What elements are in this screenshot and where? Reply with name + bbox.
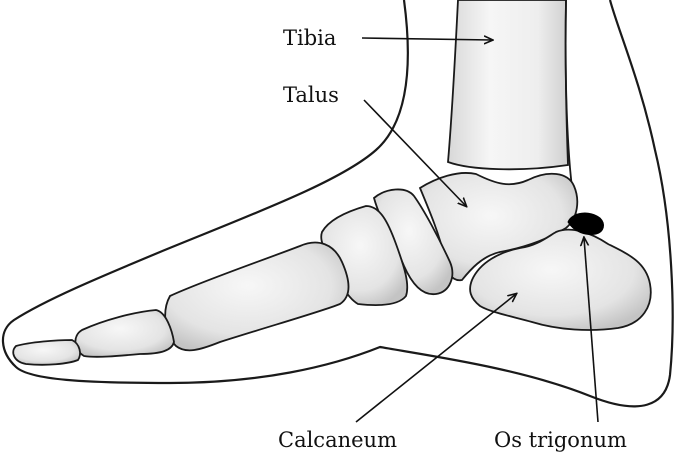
os-trigonum-ossicle — [567, 212, 604, 235]
talus-arrow — [363, 99, 466, 206]
tibia-arrow — [361, 38, 492, 40]
calcaneum-label: Calcaneum — [278, 428, 397, 452]
os-trigonum-label: Os trigonum — [494, 428, 627, 452]
os-trigonum-arrow — [584, 238, 599, 423]
calcaneum-bone — [469, 228, 652, 331]
talus-label: Talus — [283, 83, 339, 107]
calcaneum-arrow — [355, 294, 516, 423]
tibia-bone — [447, 0, 569, 171]
metatarsal-bone — [164, 241, 350, 352]
tibia-label: Tibia — [283, 26, 337, 50]
foot-skin-outline — [1, 0, 674, 408]
proximal-phalanx-bone — [74, 309, 175, 358]
distal-phalanx-bone — [12, 339, 81, 366]
